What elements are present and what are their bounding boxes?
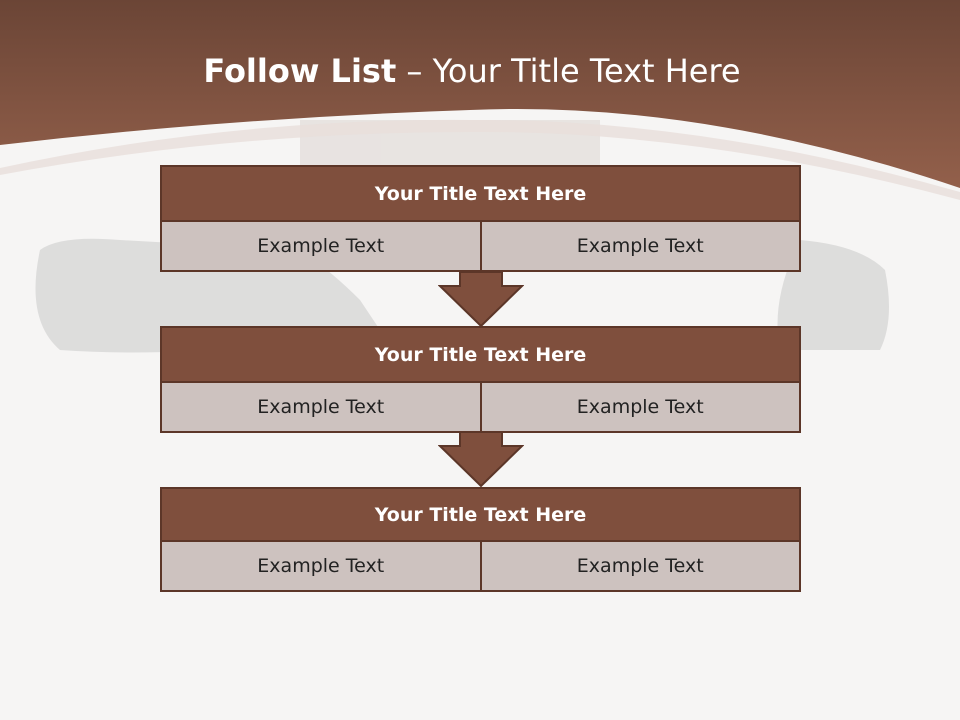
step-cell-left: Example Text [160, 542, 482, 592]
step-cell-left: Example Text [160, 383, 482, 433]
step-block-3: Your Title Text Here Example Text Exampl… [160, 487, 801, 592]
step-row: Example Text Example Text [160, 222, 801, 272]
step-cell-right: Example Text [481, 383, 801, 433]
step-cell-right: Example Text [481, 542, 801, 592]
step-title: Your Title Text Here [160, 487, 801, 542]
header-band [0, 0, 960, 188]
step-title: Your Title Text Here [160, 326, 801, 383]
title-bold: Follow List [203, 52, 397, 90]
title-rest: – Your Title Text Here [396, 52, 741, 90]
step-row: Example Text Example Text [160, 383, 801, 433]
step-block-2: Your Title Text Here Example Text Exampl… [160, 326, 801, 433]
slide-title: Follow List – Your Title Text Here [0, 52, 944, 90]
down-arrow-icon [438, 432, 524, 488]
down-arrow-icon [438, 272, 524, 328]
step-cell-right: Example Text [481, 222, 801, 272]
header-arc-highlight [0, 119, 960, 200]
step-block-1: Your Title Text Here Example Text Exampl… [160, 165, 801, 272]
step-row: Example Text Example Text [160, 542, 801, 592]
step-title: Your Title Text Here [160, 165, 801, 222]
step-cell-left: Example Text [160, 222, 482, 272]
